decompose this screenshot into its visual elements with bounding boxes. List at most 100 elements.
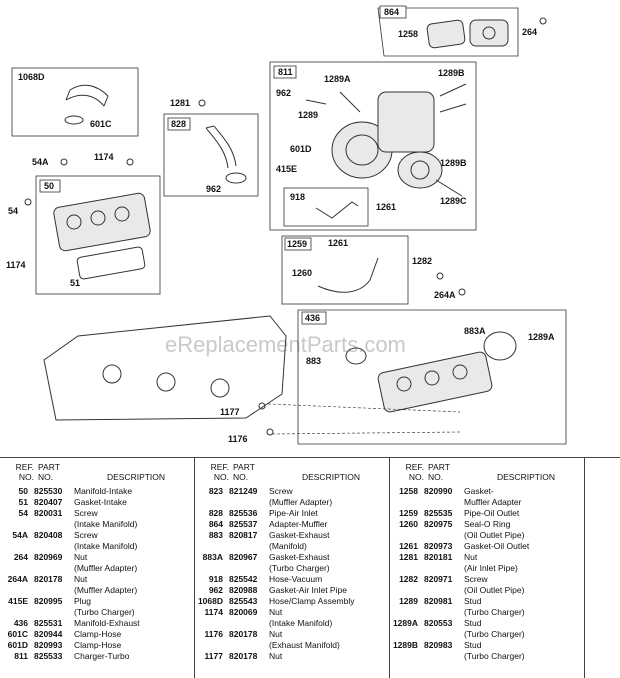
part-no: 820969 [34, 552, 63, 562]
ref-no: 51 [18, 497, 28, 507]
part-description: Nut [269, 607, 283, 617]
ref-no: 415E [8, 596, 28, 606]
part-no [424, 497, 464, 508]
callout-1174-top: 1174 [94, 152, 114, 162]
callout-1261-b: 1261 [328, 238, 348, 248]
part-no: 820069 [229, 607, 258, 617]
ref-no: 264A [7, 574, 28, 584]
callout-962-top: 962 [276, 88, 291, 98]
part-no [34, 519, 74, 530]
callout-962-mid: 962 [206, 184, 221, 194]
nut-1174-top [126, 158, 134, 166]
ref-no [390, 607, 424, 618]
header-description: DESCRIPTION [301, 472, 361, 482]
part-no [34, 563, 74, 574]
ref-no [390, 585, 424, 596]
part-no: 820817 [229, 530, 258, 540]
box-918 [283, 187, 369, 227]
part-description: Nut [74, 574, 88, 584]
callout-828: 828 [171, 119, 186, 129]
ref-no [0, 541, 34, 552]
ref-no [0, 607, 34, 618]
nut-1281 [198, 99, 206, 107]
callout-1289A: 1289A [324, 74, 351, 84]
callout-601C: 601C [90, 119, 112, 129]
callout-1289A-low: 1289A [528, 332, 555, 342]
box-1068D [11, 67, 139, 137]
callout-1258: 1258 [398, 29, 418, 39]
part-no [424, 530, 464, 541]
ref-no [0, 585, 34, 596]
part-no: 820181 [424, 552, 453, 562]
callout-601D: 601D [290, 144, 312, 154]
ref-no [390, 651, 424, 662]
nut-264 [539, 17, 547, 25]
part-description: (Turbo Charger) [74, 607, 135, 617]
callout-1289B-mid: 1289B [440, 158, 467, 168]
part-no [424, 651, 464, 662]
table-row: (Intake Manifold) [195, 618, 389, 629]
part-description: Screw [464, 574, 488, 584]
callout-1289B-top: 1289B [438, 68, 465, 78]
ref-no: 601D [7, 640, 28, 650]
callout-918: 918 [290, 192, 305, 202]
ref-no: 1258 [399, 486, 418, 496]
part-no: 820178 [229, 651, 258, 661]
callout-1260: 1260 [292, 268, 312, 278]
part-no [229, 563, 269, 574]
part-description: (Air Inlet Pipe) [464, 563, 518, 573]
ref-no [195, 563, 229, 574]
header-ref: REF.NO. [210, 462, 229, 482]
callout-864: 864 [384, 7, 399, 17]
part-no: 825531 [34, 618, 63, 628]
part-no: 820178 [34, 574, 63, 584]
ref-no: 1289 [399, 596, 418, 606]
table-row: (Turbo Charger) [390, 607, 584, 618]
part-description: (Intake Manifold) [269, 618, 333, 628]
exhaust-manifold-part [345, 331, 517, 413]
screw-54A [60, 158, 68, 166]
part-description: Adapter-Muffler [269, 519, 328, 529]
callout-883A: 883A [464, 326, 486, 336]
oil-outlet-pipe-part [317, 257, 379, 293]
ref-no: 1281 [399, 552, 418, 562]
callout-883: 883 [306, 356, 321, 366]
part-description: (Muffler Adapter) [74, 563, 138, 573]
part-no: 821249 [229, 486, 258, 496]
part-description: Nut [464, 552, 478, 562]
ref-no: 883 [208, 530, 223, 540]
callout-1261-a: 1261 [376, 202, 396, 212]
box-50 [35, 175, 161, 295]
callout-50: 50 [44, 181, 54, 191]
part-description: (Turbo Charger) [269, 563, 330, 573]
part-no: 820407 [34, 497, 63, 507]
callout-1174-bot: 1174 [6, 260, 26, 270]
box-1259 [281, 235, 409, 305]
part-description: Gasket-Exhaust [269, 552, 330, 562]
ref-no: 601C [7, 629, 28, 639]
ref-no [390, 530, 424, 541]
part-description: Clamp-Hose [74, 640, 122, 650]
part-no: 820995 [34, 596, 63, 606]
ref-no [0, 563, 34, 574]
box-864 [377, 7, 519, 57]
